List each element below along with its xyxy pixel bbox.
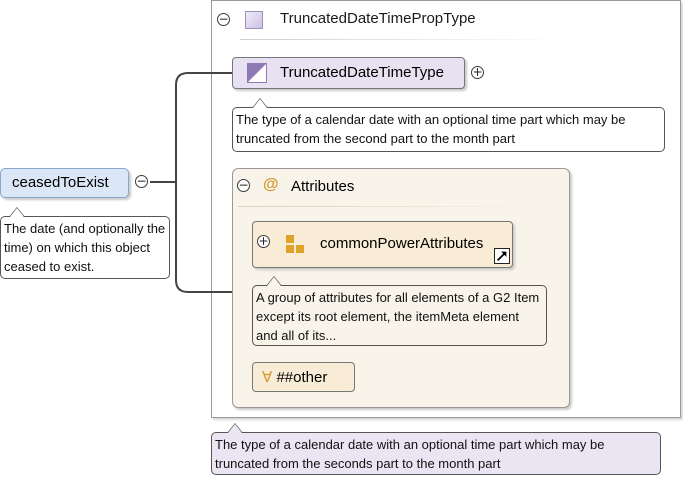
attribute-group-box[interactable]: commonPowerAttributes xyxy=(252,221,513,268)
connector-to-attributes xyxy=(175,180,232,293)
expand-simple-type-button[interactable]: + xyxy=(471,65,484,79)
expand-attribute-group-button[interactable]: + xyxy=(257,234,270,248)
element-name: ceasedToExist xyxy=(12,174,109,191)
simple-type-name: TruncatedDateTimeType xyxy=(280,64,444,81)
simple-type-box[interactable]: TruncatedDateTimeType xyxy=(232,57,465,89)
attributes-divider xyxy=(238,206,538,207)
complex-type-icon xyxy=(245,11,263,29)
simple-type-icon xyxy=(247,63,267,83)
attribute-group-icon xyxy=(286,235,304,253)
simple-type-note: The type of a calendar date with an opti… xyxy=(232,107,665,152)
complex-type-note: The type of a calendar date with an opti… xyxy=(211,432,661,475)
collapse-complex-type-button[interactable]: − xyxy=(217,12,230,26)
collapse-attributes-button[interactable]: − xyxy=(237,178,250,192)
attribute-group-name: commonPowerAttributes xyxy=(320,235,484,252)
header-divider xyxy=(240,39,570,40)
any-attribute-icon: ∀ xyxy=(262,368,273,386)
any-attribute-box[interactable]: ∀ ##other xyxy=(252,362,355,392)
at-icon: @ xyxy=(263,176,279,193)
attributes-title: Attributes xyxy=(291,178,355,195)
collapse-element-button[interactable]: − xyxy=(135,174,148,188)
any-attribute-label: ##other xyxy=(276,369,328,386)
element-box-ceasedtoexist[interactable]: ceasedToExist xyxy=(0,168,129,198)
element-note: The date (and optionally the time) on wh… xyxy=(0,216,170,279)
link-arrow-icon[interactable] xyxy=(494,248,510,264)
complex-type-title: TruncatedDateTimePropType xyxy=(280,10,476,27)
attribute-group-note: A group of attributes for all elements o… xyxy=(252,285,547,346)
connector-to-type xyxy=(150,72,232,183)
